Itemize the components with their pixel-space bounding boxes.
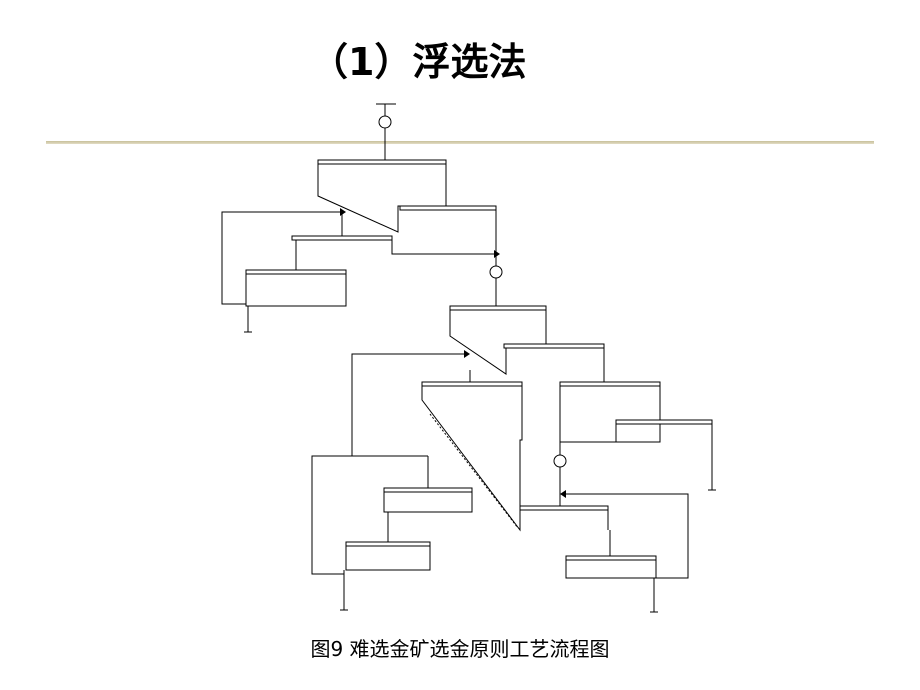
cell-7-diagonal xyxy=(429,413,519,529)
flotation-cell-7-top xyxy=(421,381,523,387)
flotation-cell-5-body xyxy=(449,310,547,375)
figure-caption: 图9 难选金矿选金原则工艺流程图 xyxy=(310,637,610,661)
flotation-cell-10-top xyxy=(383,487,473,493)
flotation-cell-11-body xyxy=(345,546,431,571)
flotation-cell-7-body xyxy=(421,386,523,532)
arrow-head-3 xyxy=(464,350,470,358)
flotation-cell-9-top xyxy=(615,419,713,425)
arrow-head-1 xyxy=(340,208,346,216)
recycle-loop-1 xyxy=(221,211,340,305)
flotation-cell-10-body xyxy=(383,492,473,513)
arrow-head-4 xyxy=(560,490,566,498)
flotation-cell-11-top xyxy=(345,541,431,547)
flotation-cell-4-top xyxy=(245,269,347,275)
flotation-cell-8-top xyxy=(559,381,661,387)
flotation-cell-4-body xyxy=(245,274,347,307)
cell-3-to-pump xyxy=(391,240,496,255)
flotation-cell-12-top xyxy=(519,505,609,511)
flotation-cell-13-top xyxy=(565,555,657,561)
flotation-cell-13-body xyxy=(565,560,657,579)
pump-node-2 xyxy=(489,265,503,279)
flotation-cell-8-body xyxy=(559,386,661,443)
recycle-loop-3 xyxy=(311,455,356,575)
flotation-cell-6-top xyxy=(503,343,605,349)
title-divider xyxy=(46,141,874,144)
recycle-loop-2 xyxy=(351,353,466,457)
flotation-cell-5-top xyxy=(449,305,547,311)
flotation-cell-1-top xyxy=(317,159,447,165)
pump-node-1 xyxy=(378,115,392,129)
pump-node-3 xyxy=(553,454,567,468)
flotation-cell-2-top xyxy=(399,205,497,211)
arrow-head-2 xyxy=(494,250,500,258)
flotation-cell-3-top xyxy=(291,235,393,241)
flotation-cell-1-body xyxy=(317,164,447,233)
slide-title: （1）浮选法 xyxy=(310,40,527,84)
recycle-loop-4 xyxy=(564,493,689,579)
